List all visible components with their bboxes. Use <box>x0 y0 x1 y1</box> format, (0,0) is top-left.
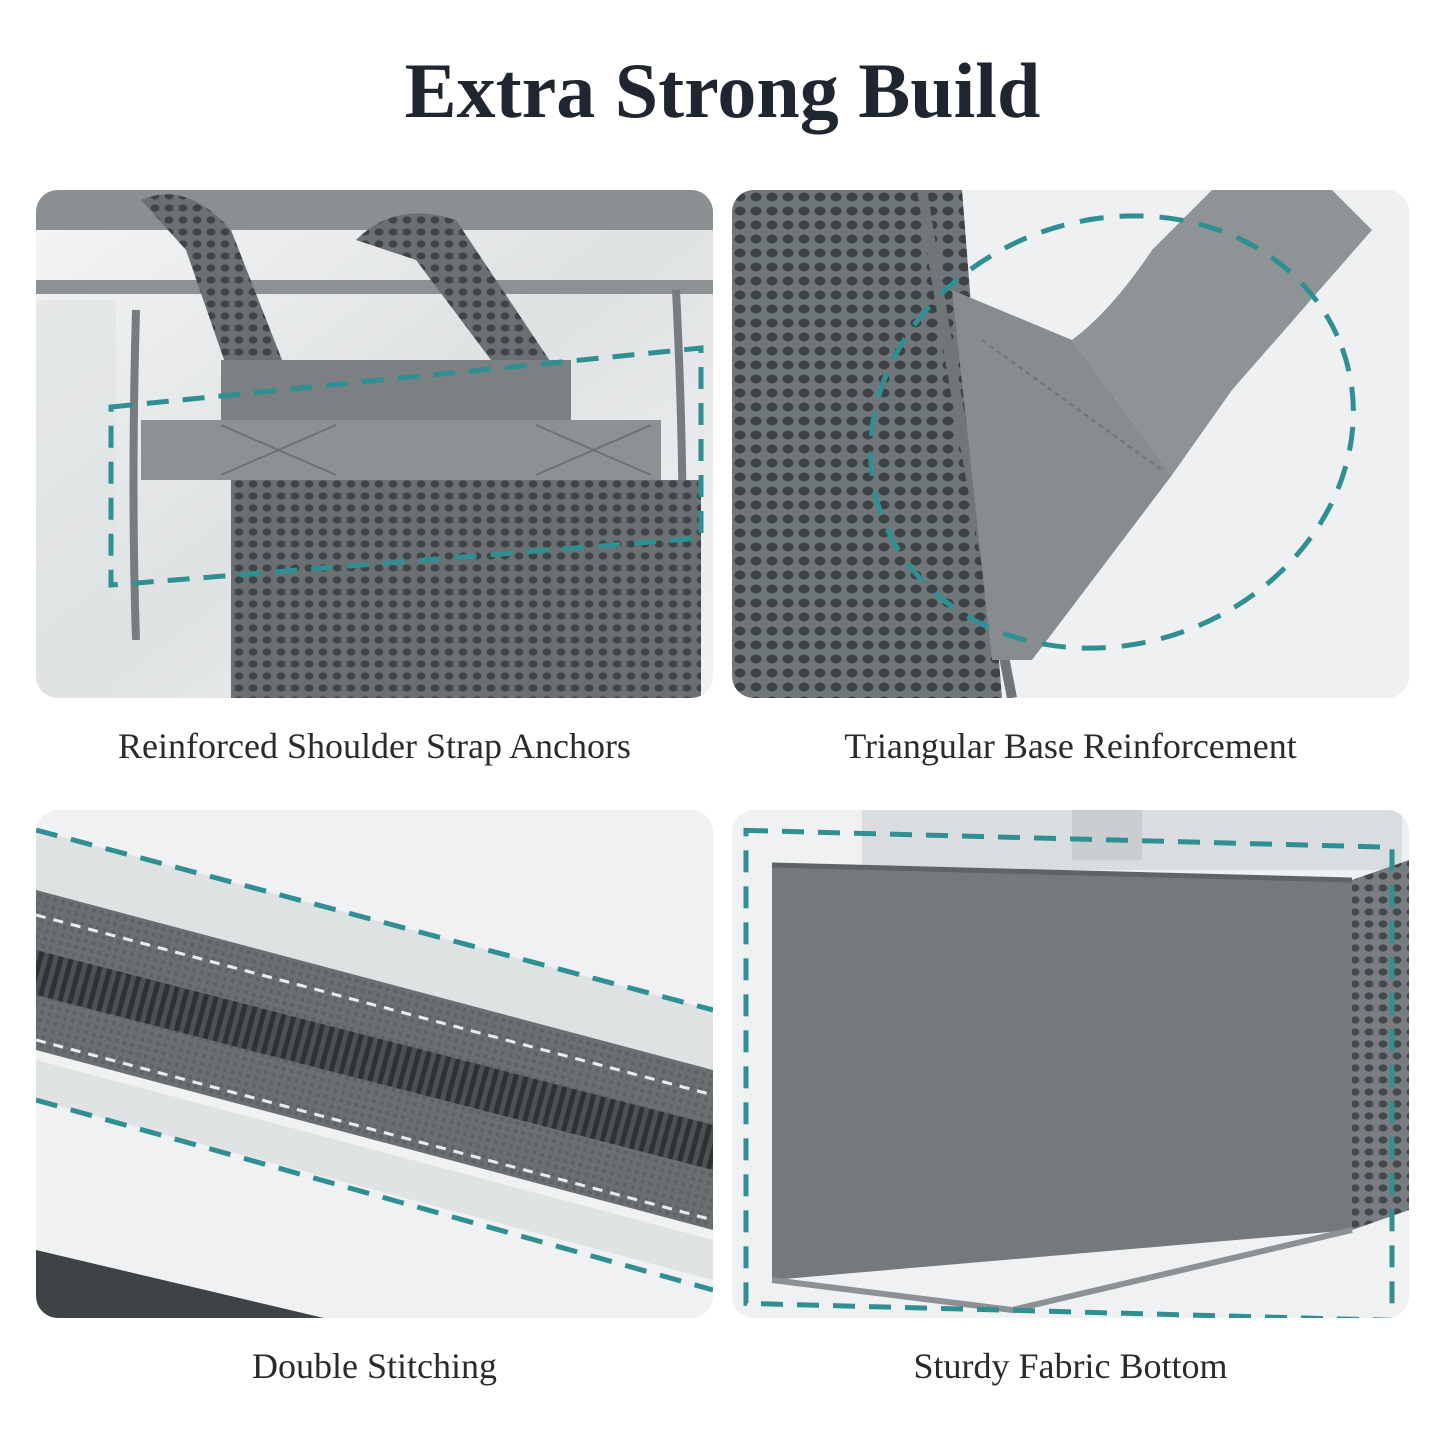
caption-shoulder-strap-anchors: Reinforced Shoulder Strap Anchors <box>118 726 631 766</box>
caption-triangular-base-reinforcement: Triangular Base Reinforcement <box>844 726 1297 766</box>
page-title: Extra Strong Build <box>404 47 1041 134</box>
photo-shoulder-strap-anchors <box>36 190 713 698</box>
caption-double-stitching: Double Stitching <box>252 1346 497 1386</box>
photo-triangular-base-reinforcement <box>732 190 1409 698</box>
caption-sturdy-fabric-bottom: Sturdy Fabric Bottom <box>913 1346 1228 1386</box>
photo-double-stitching <box>36 810 713 1318</box>
photo-sturdy-fabric-bottom <box>732 810 1409 1318</box>
